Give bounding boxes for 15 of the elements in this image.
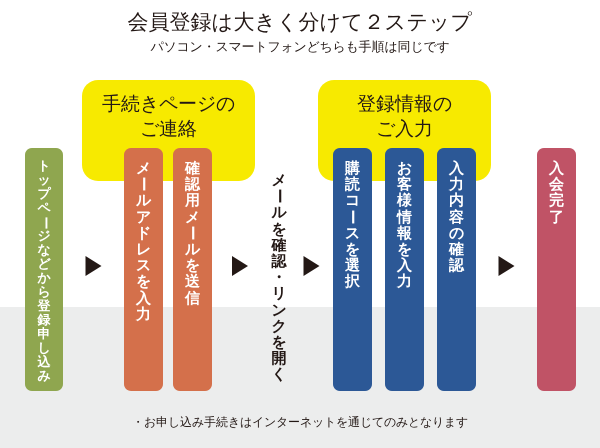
step-bar: 入力内容の確認: [437, 148, 476, 391]
step-bar: メールアドレスを入力: [124, 148, 163, 391]
arrow: [304, 256, 320, 276]
arrow: [232, 256, 248, 276]
arrow: [498, 256, 514, 276]
step-bar: 確認用メールを送信: [173, 148, 212, 391]
step-text: メールを確認・リンクを開く: [268, 172, 290, 387]
subtitle: パソコン・スマートフォンどちらも手順は同じです: [150, 39, 450, 56]
step-bar: お客様情報を入力: [385, 148, 424, 391]
arrow: [86, 256, 102, 276]
step-bar: 購読コースを選択: [333, 148, 372, 391]
step-bar: 入会完了: [537, 148, 576, 391]
title: 会員登録は大きく分けて２ステップ: [126, 9, 474, 36]
step-bar: トップページなどから登録申し込み: [25, 148, 63, 391]
note: ・お申し込み手続きはインターネットを通じてのみとなります: [131, 414, 469, 431]
